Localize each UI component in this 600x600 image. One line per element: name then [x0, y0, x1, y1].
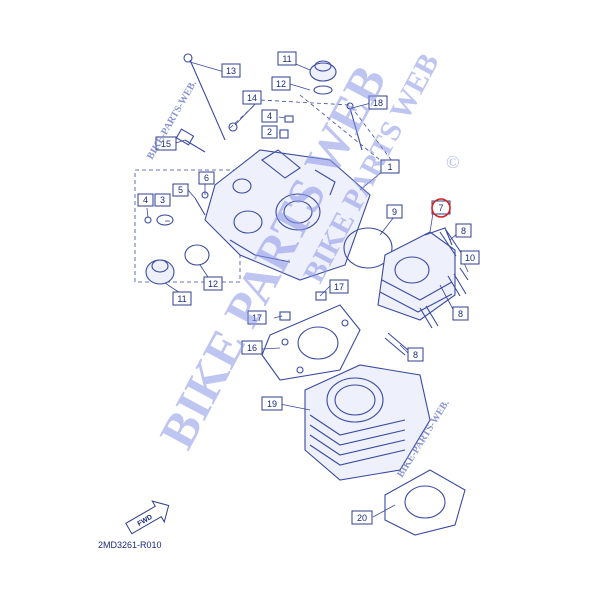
cylinder-head[interactable] — [204, 149, 371, 281]
callout-17-a[interactable]: 17 — [329, 279, 349, 294]
svg-text:2: 2 — [267, 127, 272, 137]
diagram-code: 2MD3261-R010 — [98, 540, 162, 550]
callout-13[interactable]: 13 — [221, 63, 241, 78]
svg-text:8: 8 — [458, 309, 463, 319]
callout-19[interactable]: 19 — [261, 396, 283, 411]
valve-cap-side[interactable] — [145, 244, 210, 285]
svg-text:12: 12 — [208, 279, 218, 289]
svg-text:4: 4 — [267, 111, 272, 121]
svg-text:11: 11 — [282, 54, 291, 64]
svg-text:7: 7 — [438, 203, 443, 213]
callout-7[interactable]: 7 — [431, 200, 451, 215]
callout-10[interactable]: 10 — [460, 250, 480, 265]
callout-8-b[interactable]: 8 — [452, 306, 469, 321]
callout-12-top[interactable]: 12 — [271, 76, 291, 91]
callout-8-c[interactable]: 8 — [407, 347, 424, 362]
callout-16[interactable]: 16 — [241, 340, 263, 355]
callout-3[interactable]: 3 — [154, 193, 171, 207]
svg-text:15: 15 — [161, 139, 171, 149]
callout-18[interactable]: 18 — [368, 95, 388, 110]
svg-text:3: 3 — [160, 195, 165, 205]
svg-text:20: 20 — [357, 513, 367, 523]
copyright-mark: © — [446, 152, 459, 172]
callout-9[interactable]: 9 — [386, 204, 403, 219]
svg-text:10: 10 — [465, 253, 475, 263]
callout-4-side[interactable]: 4 — [137, 193, 154, 207]
callout-2[interactable]: 2 — [261, 125, 278, 139]
callout-4-top[interactable]: 4 — [261, 109, 278, 123]
svg-text:18: 18 — [373, 98, 383, 108]
callout-15[interactable]: 15 — [155, 136, 177, 151]
callout-1[interactable]: 1 — [380, 159, 400, 174]
callout-14[interactable]: 14 — [242, 90, 262, 105]
dowel-pins[interactable] — [279, 291, 327, 321]
callout-5[interactable]: 5 — [172, 183, 189, 197]
head-gasket[interactable] — [343, 227, 393, 269]
svg-text:8: 8 — [461, 226, 466, 236]
fwd-arrow-icon: FWD — [125, 500, 170, 535]
cylinder-head-gasket[interactable] — [261, 304, 361, 381]
callout-11-side[interactable]: 11 — [172, 291, 192, 306]
cylinder[interactable] — [304, 364, 431, 481]
svg-text:5: 5 — [178, 185, 183, 195]
svg-text:12: 12 — [276, 79, 286, 89]
svg-text:9: 9 — [392, 207, 397, 217]
bolt-18[interactable] — [346, 102, 363, 151]
svg-text:8: 8 — [413, 350, 418, 360]
callout-7-highlight — [431, 198, 451, 218]
svg-text:17: 17 — [252, 313, 262, 323]
cylinder-head-cover[interactable] — [377, 227, 456, 321]
callout-20[interactable]: 20 — [351, 510, 373, 525]
svg-text:6: 6 — [204, 173, 209, 183]
svg-text:14: 14 — [247, 93, 257, 103]
spark-plug[interactable] — [175, 128, 206, 153]
valve-cap-top[interactable] — [309, 60, 337, 95]
svg-text:17: 17 — [334, 282, 344, 292]
svg-text:4: 4 — [143, 195, 148, 205]
stud-bolt[interactable] — [183, 53, 226, 141]
small-fittings[interactable] — [144, 115, 469, 281]
cover-bolts[interactable] — [384, 229, 467, 356]
svg-text:1: 1 — [387, 162, 392, 172]
svg-text:11: 11 — [177, 294, 186, 304]
svg-text:19: 19 — [267, 399, 277, 409]
callout-17-b[interactable]: 17 — [247, 310, 267, 325]
cylinder-base-gasket[interactable] — [384, 469, 466, 536]
callout-6[interactable]: 6 — [198, 171, 215, 185]
svg-text:13: 13 — [226, 66, 236, 76]
svg-text:16: 16 — [247, 343, 257, 353]
callout-12-side[interactable]: 12 — [203, 276, 223, 291]
callout-8-a[interactable]: 8 — [455, 223, 472, 238]
callout-11-top[interactable]: 11 — [277, 51, 297, 66]
